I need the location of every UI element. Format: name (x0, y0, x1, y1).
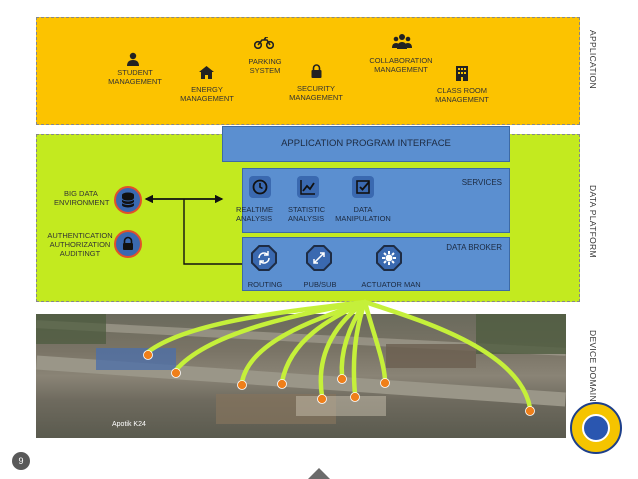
cog-icon (378, 247, 400, 269)
services-title: SERVICES (461, 178, 502, 187)
application-side-label: APPLICATION (588, 30, 598, 89)
statistic-analysis-label: STATISTIC ANALYSIS (288, 205, 326, 223)
security-management-label: SECURITY MANAGEMENT (289, 84, 343, 102)
clock-icon (249, 176, 271, 198)
routing-label: ROUTING (247, 280, 283, 289)
user-icon (126, 52, 140, 71)
arrows-diagonal-icon (308, 247, 330, 269)
data-manipulation-label: DATA MANIPULATION (335, 205, 391, 223)
api-panel (222, 126, 510, 162)
data-platform-side-label: DATA PLATFORM (588, 185, 598, 258)
chart-line-icon (297, 176, 319, 198)
pubsub-label: PUB/SUB (303, 280, 337, 289)
next-arrow-icon[interactable] (308, 468, 330, 479)
student-management-label: STUDENT MANAGEMENT (108, 68, 162, 86)
lock-icon (311, 64, 322, 83)
device-domain-side-label: DEVICE DOMAIN (588, 330, 598, 402)
classroom-management-label: CLASS ROOM MANAGEMENT (435, 86, 489, 104)
group-icon (392, 33, 412, 54)
services-panel (242, 168, 510, 233)
parking-system-label: PARKING SYSTEM (248, 57, 282, 75)
page-number: 9 (18, 456, 24, 466)
satellite-map (36, 314, 566, 438)
database-icon (114, 186, 142, 214)
energy-management-label: ENERGY MANAGEMENT (180, 85, 234, 103)
actuator-label: ACTUATOR MAN (361, 280, 421, 289)
university-seal-logo (570, 402, 622, 454)
map-place-label: Apotik K24 (112, 421, 146, 428)
home-icon (199, 66, 214, 84)
collaboration-management-label: COLLABORATION MANAGEMENT (369, 56, 433, 74)
big-data-label: BIG DATA ENVIRONMENT (54, 189, 110, 207)
auth-label: AUTHENTICATION AUTHORIZATION AUDITINGT (47, 231, 113, 258)
page-number-badge (12, 452, 30, 470)
lock-icon (114, 230, 142, 258)
checklist-icon (352, 176, 374, 198)
motorcycle-icon (253, 36, 275, 54)
data-broker-title: DATA BROKER (446, 243, 502, 252)
api-title: APPLICATION PROGRAM INTERFACE (281, 138, 451, 149)
data-broker-panel (242, 237, 510, 291)
application-layer (36, 17, 580, 125)
realtime-analysis-label: REALTIME ANALYSIS (236, 205, 273, 223)
routing-icon (253, 247, 275, 269)
building-icon (456, 66, 468, 86)
